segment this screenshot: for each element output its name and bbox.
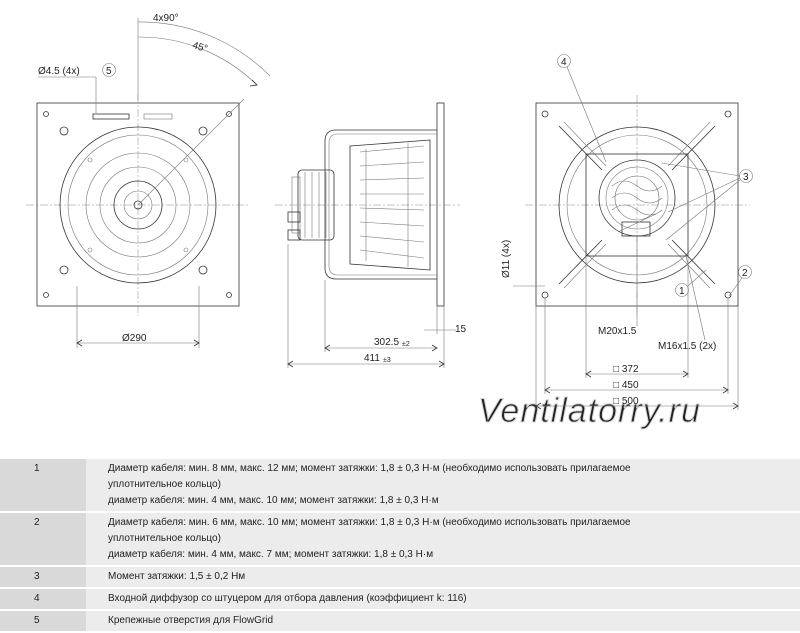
- legend-number: 1: [0, 459, 86, 511]
- side-view: 15 302.5 ±2 411 ±3: [275, 102, 467, 368]
- rear-view: 4 3 2 1 Ø11 (4x) M20x1.5 M16x1.5 (2x) □ …: [501, 54, 753, 410]
- legend-row: 4 Входной диффузор со штуцером для отбора…: [0, 589, 800, 609]
- thread-a-label: M20x1.5: [598, 326, 637, 337]
- watermark: Ventilatorry.ru: [478, 392, 701, 430]
- legend-row: 1 Диаметр кабеля: мин. 8 мм, макс. 12 мм;…: [0, 459, 800, 511]
- legend-line: Момент затяжки: 1,5 ± 0,2 Нм: [108, 571, 246, 582]
- callout-5: 5: [106, 66, 112, 77]
- front-diameter-label: Ø290: [122, 333, 147, 344]
- legend-text: Момент затяжки: 1,5 ± 0,2 Нм: [86, 567, 800, 587]
- callout-2: 2: [742, 268, 748, 279]
- legend-text: Входной диффузор со штуцером для отбора …: [86, 589, 800, 609]
- callout-1: 1: [679, 286, 685, 297]
- angle-total-label: 4x90°: [153, 13, 179, 24]
- side-flange-thickness: 15: [455, 324, 467, 335]
- legend-row: 2 Диаметр кабеля: мин. 6 мм, макс. 10 мм;…: [0, 513, 800, 565]
- side-depth-a: 302.5: [374, 337, 399, 348]
- legend-number: 5: [0, 611, 86, 631]
- side-depth-a-tol: ±2: [402, 341, 410, 348]
- legend-row: 5 Крепежные отверстия для FlowGrid: [0, 611, 800, 631]
- side-depth-b: 411: [364, 353, 380, 364]
- technical-drawing: Ventilatorry.ru 4x9: [26, 13, 753, 431]
- legend-text: Диаметр кабеля: мин. 6 мм, макс. 10 мм; …: [86, 513, 800, 565]
- legend-line: Крепежные отверстия для FlowGrid: [108, 615, 274, 626]
- rear-hole-label: Ø11 (4x): [501, 240, 512, 278]
- legend-number: 4: [0, 589, 86, 609]
- legend-line: Входной диффузор со штуцером для отбора …: [108, 593, 467, 604]
- legend-text: Диаметр кабеля: мин. 8 мм, макс. 12 мм; …: [86, 459, 800, 511]
- square-372-label: □ 372: [613, 364, 639, 375]
- legend-row: 3 Момент затяжки: 1,5 ± 0,2 Нм: [0, 567, 800, 587]
- legend-line: диаметр кабеля: мин. 4 мм, макс. 10 мм; …: [108, 495, 439, 506]
- legend-line: Диаметр кабеля: мин. 6 мм, макс. 10 мм; …: [108, 517, 631, 528]
- legend-line: Диаметр кабеля: мин. 8 мм, макс. 12 мм; …: [108, 463, 631, 474]
- legend-number: 3: [0, 567, 86, 587]
- thread-b-label: M16x1.5 (2x): [658, 341, 716, 352]
- callout-4: 4: [561, 57, 567, 68]
- legend-line: уплотнительное кольцо): [108, 533, 221, 544]
- legend-table: 1 Диаметр кабеля: мин. 8 мм, макс. 12 мм;…: [0, 457, 800, 633]
- square-500-label: □ 500: [613, 396, 639, 407]
- front-hole-label: Ø4.5 (4x): [38, 66, 80, 77]
- legend-text: Крепежные отверстия для FlowGrid: [86, 611, 800, 631]
- front-view: 4x90° 45° Ø4.5 (4x) 5 Ø290: [26, 13, 271, 348]
- legend-line: уплотнительное кольцо): [108, 479, 221, 490]
- legend-number: 2: [0, 513, 86, 565]
- side-depth-b-tol: ±3: [383, 357, 391, 364]
- legend-line: диаметр кабеля: мин. 4 мм, макс. 7 мм; м…: [108, 549, 434, 560]
- callout-3: 3: [743, 172, 749, 183]
- square-450-label: □ 450: [613, 380, 639, 391]
- angle-step-label: 45°: [191, 40, 208, 55]
